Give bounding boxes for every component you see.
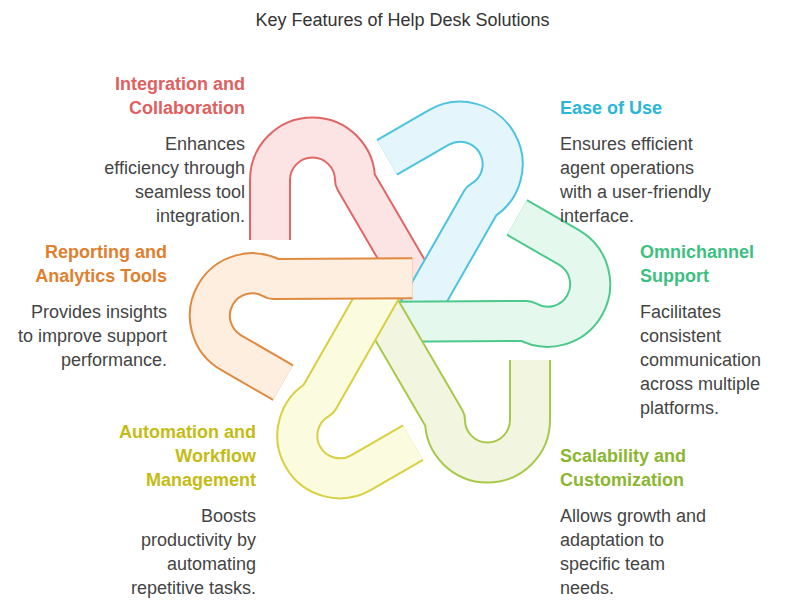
feature-block: Reporting and Analytics ToolsProvides in… bbox=[15, 240, 167, 372]
feature-description: Ensures efficient agent operations with … bbox=[560, 132, 718, 228]
feature-description: Boosts productivity by automating repeti… bbox=[106, 504, 256, 600]
feature-heading: Reporting and Analytics Tools bbox=[15, 240, 167, 288]
feature-block: Integration and CollaborationEnhances ef… bbox=[90, 72, 245, 228]
feature-heading: Omnichannel Support bbox=[640, 240, 785, 288]
feature-heading: Automation and Workflow Management bbox=[106, 420, 256, 492]
feature-block: Ease of UseEnsures efficient agent opera… bbox=[560, 96, 718, 228]
feature-heading: Scalability and Customization bbox=[560, 444, 710, 492]
diagram-title: Key Features of Help Desk Solutions bbox=[0, 10, 805, 31]
feature-block: Omnichannel SupportFacilitates consisten… bbox=[640, 240, 785, 420]
feature-description: Facilitates consistent communication acr… bbox=[640, 300, 785, 420]
loop-orange bbox=[194, 197, 412, 412]
feature-description: Enhances efficiency through seamless too… bbox=[90, 132, 245, 228]
feature-heading: Ease of Use bbox=[560, 96, 718, 120]
feature-description: Allows growth and adaptation to specific… bbox=[560, 504, 710, 600]
feature-heading: Integration and Collaboration bbox=[90, 72, 245, 120]
feature-block: Scalability and CustomizationAllows grow… bbox=[560, 444, 710, 600]
feature-description: Provides insights to improve support per… bbox=[15, 300, 167, 372]
feature-block: Automation and Workflow ManagementBoosts… bbox=[106, 420, 256, 600]
